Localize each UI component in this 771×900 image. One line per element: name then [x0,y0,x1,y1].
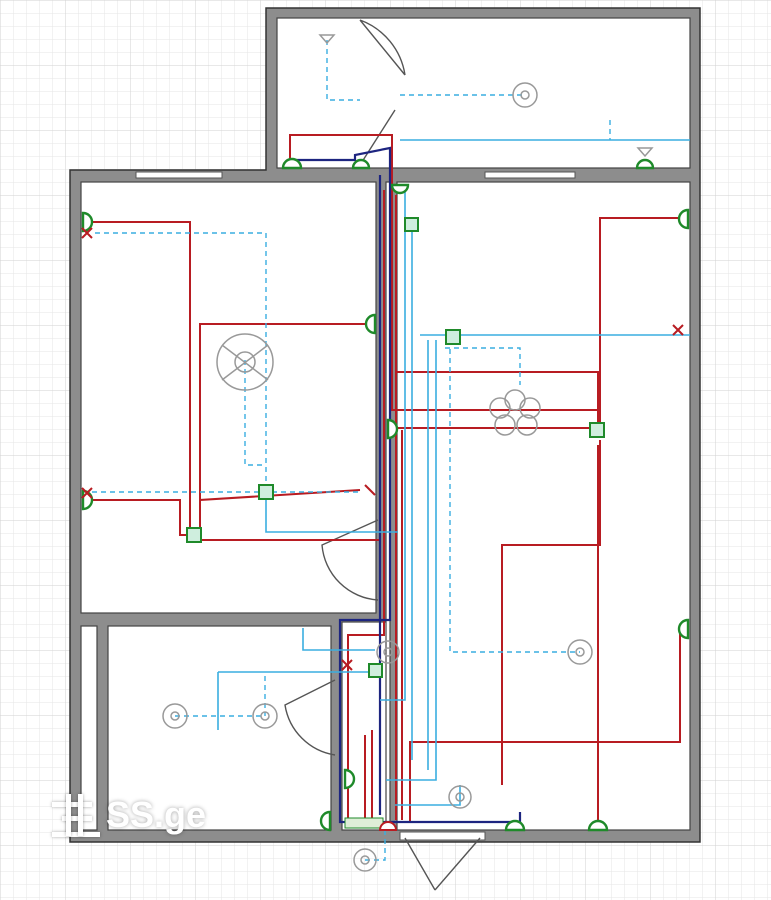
switch-icon [81,487,93,499]
sockets [81,157,690,832]
lamp-icon [448,785,472,809]
doors [284,19,481,891]
panel-icon [378,821,398,831]
lamp-icon [353,848,377,872]
lighting-wiring [83,40,690,861]
lamp-icon [376,640,400,664]
lamp-icon [567,639,593,665]
lamp-icon [512,82,538,108]
wall-lamp-icon [318,34,336,45]
ss-ge-logo-icon [52,790,100,840]
chandelier-icon [216,333,274,391]
distribution-panel [344,817,384,829]
lamp-icon [252,703,278,729]
ss-ge-watermark: SS.ge [52,790,206,840]
switch-icon [364,484,376,496]
wall-lamp-icon [636,147,654,158]
lamp-icon [162,703,188,729]
main-feed [290,146,522,824]
watermark-text: SS.ge [106,794,207,835]
switch-icon [672,324,684,336]
chandelier-icon [489,389,541,436]
switch-icon [81,227,93,239]
ceiling-lights [162,34,654,872]
switch-icon [341,659,353,671]
